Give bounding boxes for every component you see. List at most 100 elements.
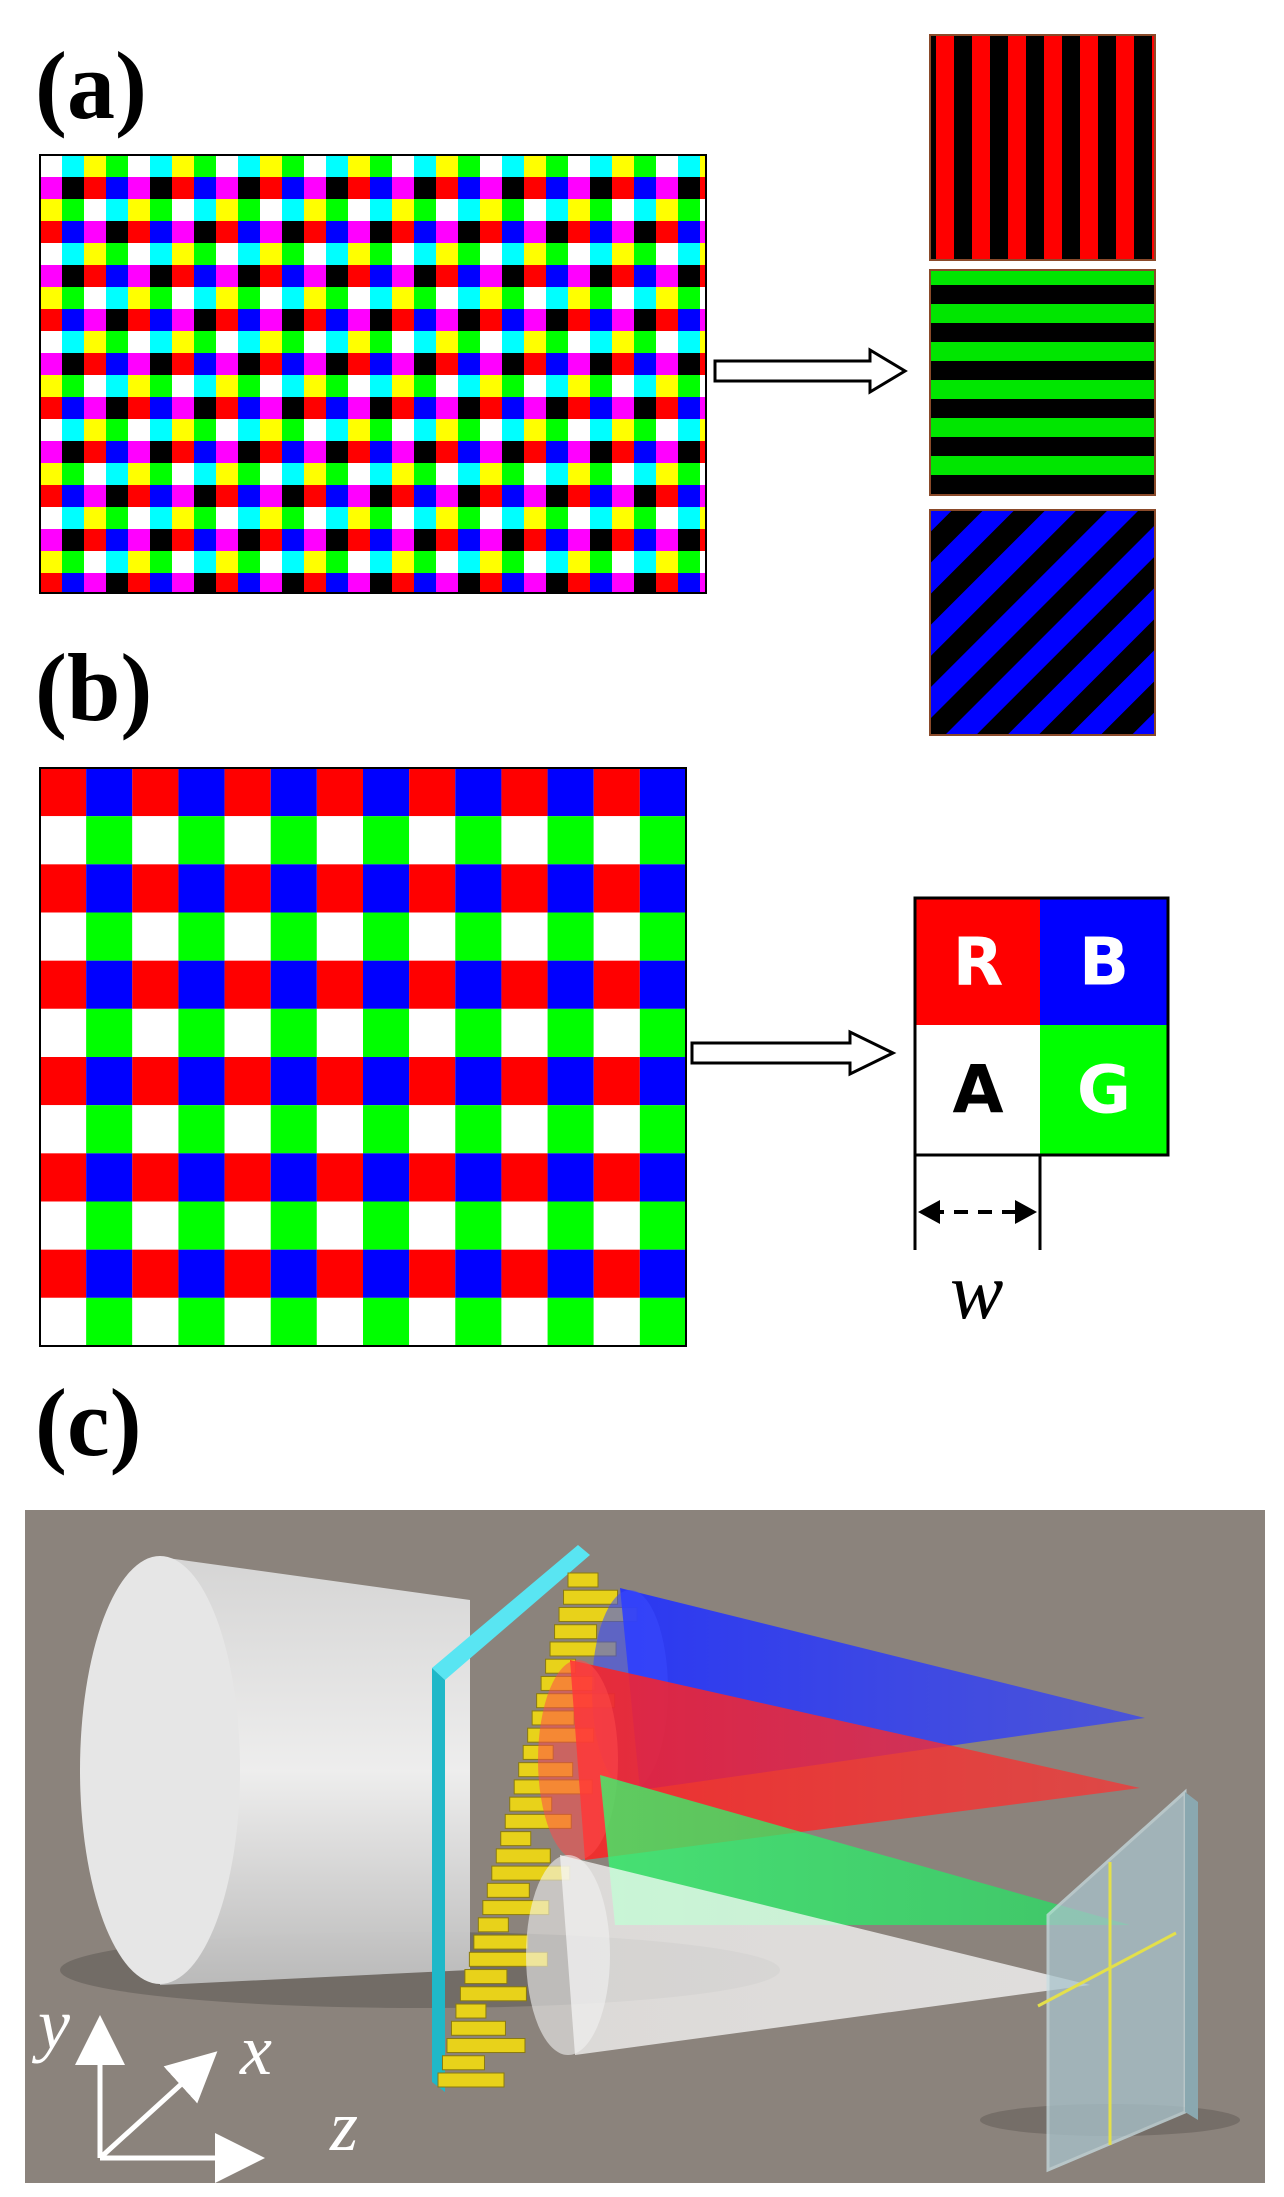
mosaic-cell [678,243,700,265]
mosaic-cell [348,529,370,551]
mosaic-cell [282,309,304,331]
mosaic-cell [172,507,194,529]
mosaic-cell [568,507,590,529]
mosaic-cell [238,573,260,593]
mosaic-cell [304,375,326,397]
width-symbol: w [950,1248,1003,1336]
mosaic-cell [84,463,106,485]
mosaic-cell [678,529,700,551]
mosaic-cell [348,287,370,309]
incident-beam-face [80,1556,240,1984]
mosaic-cell [282,177,304,199]
mosaic-cell [348,331,370,353]
mosaic-cell [612,375,634,397]
mosaic-cell [282,375,304,397]
mosaic-cell [304,485,326,507]
mosaic-cell [656,529,678,551]
mosaic-cell [524,441,546,463]
pixel-b [455,960,502,1009]
mosaic-cell [502,507,524,529]
nanopillar [495,1848,551,1864]
pixel-a [316,1105,363,1154]
nanopillar [459,1986,527,2002]
mosaic-cell [326,485,348,507]
mosaic-cell [62,397,84,419]
mosaic-cell [150,243,172,265]
mosaic-cell [194,419,216,441]
mosaic-cell [612,155,634,177]
mosaic-cell [436,177,458,199]
pixel-r [501,864,548,913]
pixel-b [639,1057,686,1106]
panel-label-b: (b) [35,634,152,741]
mosaic-cell [612,397,634,419]
mosaic-cell [326,221,348,243]
mosaic-cell [656,243,678,265]
mosaic-cell [524,529,546,551]
mosaic-cell [150,397,172,419]
mosaic-cell [238,243,260,265]
mosaic-cell [348,177,370,199]
mosaic-cell [172,529,194,551]
mosaic-cell [458,397,480,419]
mosaic-cell [414,375,436,397]
mosaic-cell [106,353,128,375]
pixel-g [270,1201,317,1250]
mosaic-cell [172,177,194,199]
unit-cell: R B A G w [913,896,1170,1336]
mosaic-cell [634,529,656,551]
mosaic-cell [40,485,62,507]
mosaic-cell [194,463,216,485]
mosaic-cell [40,155,62,177]
mosaic-cell [216,221,238,243]
mosaic-cell [590,397,612,419]
mosaic-cell [392,221,414,243]
mosaic-cell [502,463,524,485]
mosaic-cell [150,221,172,243]
pixel-r [593,1153,640,1202]
mosaic-cell [84,309,106,331]
pixel-a [132,1008,179,1057]
mosaic-cell [502,309,524,331]
mosaic-cell [216,419,238,441]
green-focused-beam [600,1775,1130,1925]
mosaic-cell [370,441,392,463]
mosaic-cell [480,441,502,463]
mosaic-cell [568,221,590,243]
mosaic-cell [590,331,612,353]
mosaic-cell [436,375,458,397]
mosaic-cell [150,507,172,529]
mosaic-cell [392,265,414,287]
mosaic-cell [678,397,700,419]
mosaic-cell [62,287,84,309]
mosaic-cell [370,463,392,485]
mosaic-cell [348,441,370,463]
mosaic-cell [128,441,150,463]
nanopillar [554,1624,598,1640]
mosaic-cell [392,573,414,593]
mosaic-cell [568,529,590,551]
mosaic-cell [128,331,150,353]
pixel-g [547,1297,594,1346]
mosaic-cell [546,199,568,221]
pixel-a [224,1297,271,1346]
incident-beam-body [160,1557,470,1985]
mosaic-cell [634,463,656,485]
mosaic-cell [634,243,656,265]
unit-cell-b [1040,898,1168,1025]
mosaic-cell [568,551,590,573]
pixel-g [363,1297,410,1346]
pixel-a [224,1201,271,1250]
rbag-pixel-array [40,768,686,1346]
mosaic-cell [524,551,546,573]
mosaic-cell [304,177,326,199]
mosaic-cell [260,529,282,551]
mosaic-cell [436,397,458,419]
mosaic-cell [106,243,128,265]
mosaic-cell [700,287,706,309]
mosaic-cell [634,265,656,287]
mosaic-cell [700,485,706,507]
mosaic-cell [62,463,84,485]
mosaic-cell [194,199,216,221]
mosaic-cell [40,309,62,331]
